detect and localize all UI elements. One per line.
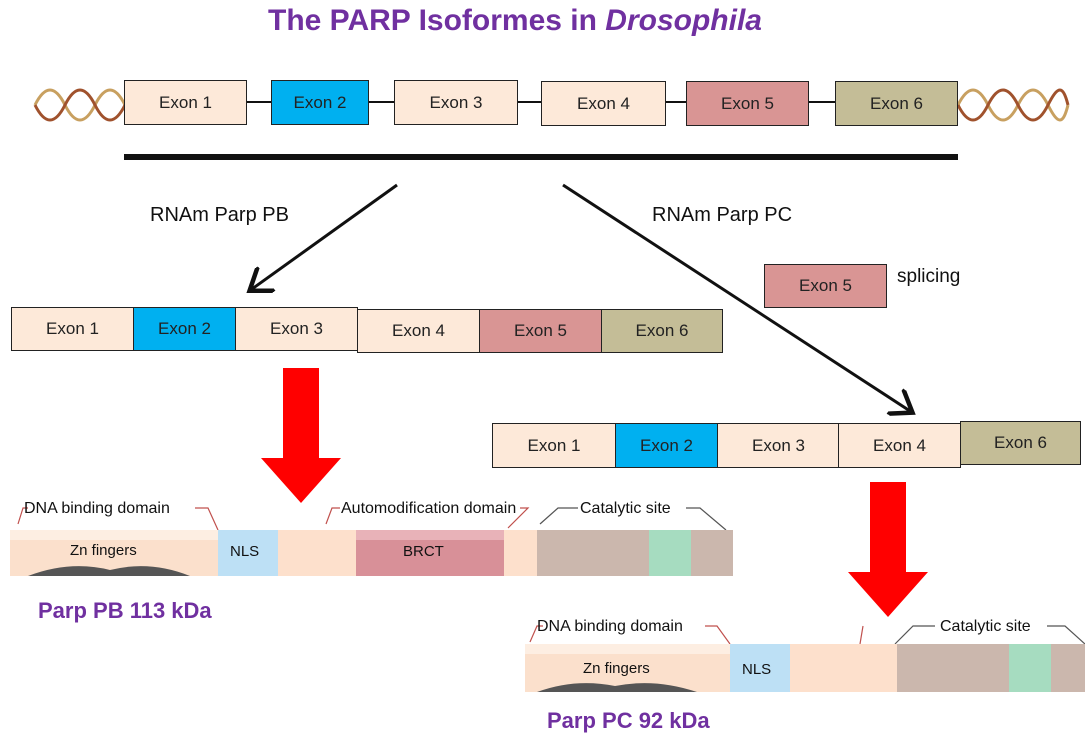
gene-exon-3: Exon 3 bbox=[394, 80, 518, 125]
pb-exon-5: Exon 5 bbox=[479, 309, 602, 353]
pc-exon-3: Exon 3 bbox=[717, 423, 840, 468]
title-prefix: The PARP Isoformes in bbox=[268, 4, 606, 37]
pb-dna-binding-label: DNA binding domain bbox=[24, 500, 170, 517]
pb-exon-4: Exon 4 bbox=[357, 309, 480, 353]
dna-helix-left-icon bbox=[33, 88, 127, 122]
gene-exon-1: Exon 1 bbox=[124, 80, 247, 125]
pc-dna-binding-label: DNA binding domain bbox=[537, 618, 683, 635]
pb-nls-label: NLS bbox=[230, 543, 260, 560]
gene-exon-2: Exon 2 bbox=[271, 80, 369, 125]
pb-catalytic-label: Catalytic site bbox=[580, 500, 671, 517]
splicing-label: splicing bbox=[897, 266, 961, 287]
pb-automod-label: Automodification domain bbox=[341, 500, 517, 517]
gene-exon-5: Exon 5 bbox=[686, 81, 809, 126]
gene-divider-bar bbox=[124, 154, 958, 160]
pc-exon-6: Exon 6 bbox=[960, 421, 1081, 465]
pb-exon-6: Exon 6 bbox=[601, 309, 723, 353]
pc-protein-domains bbox=[525, 625, 1085, 692]
pb-exon-1: Exon 1 bbox=[11, 307, 134, 351]
pc-exon-4: Exon 4 bbox=[838, 423, 961, 468]
pc-exon-2: Exon 2 bbox=[615, 423, 718, 468]
pb-protein-name: Parp PB 113 kDa bbox=[38, 598, 212, 623]
gene-exon-6: Exon 6 bbox=[835, 81, 958, 126]
pc-catalytic-label: Catalytic site bbox=[940, 618, 1031, 635]
spliced-exon-5: Exon 5 bbox=[764, 264, 887, 308]
transcript-pb-label: RNAm Parp PB bbox=[150, 204, 289, 226]
pb-zn-fingers-label: Zn fingers bbox=[70, 542, 137, 559]
red-arrow-pc-icon bbox=[848, 482, 928, 617]
pc-zn-fingers-label: Zn fingers bbox=[583, 660, 650, 677]
pc-nls-label: NLS bbox=[742, 661, 772, 678]
pb-exon-2: Exon 2 bbox=[133, 307, 236, 351]
pc-protein-name: Parp PC 92 kDa bbox=[547, 708, 710, 733]
dna-helix-right-icon bbox=[956, 88, 1070, 122]
pb-exon-3: Exon 3 bbox=[235, 307, 358, 351]
gene-exon-4: Exon 4 bbox=[541, 81, 666, 126]
page-title: The PARP Isoformes in Drosophila bbox=[0, 4, 1030, 38]
transcript-pc-label: RNAm Parp PC bbox=[652, 204, 793, 226]
pc-exon-1: Exon 1 bbox=[492, 423, 616, 468]
title-species: Drosophila bbox=[605, 4, 762, 37]
red-arrow-pb-icon bbox=[261, 368, 341, 503]
pb-protein-domains bbox=[10, 507, 733, 576]
pb-brct-label: BRCT bbox=[403, 543, 444, 560]
